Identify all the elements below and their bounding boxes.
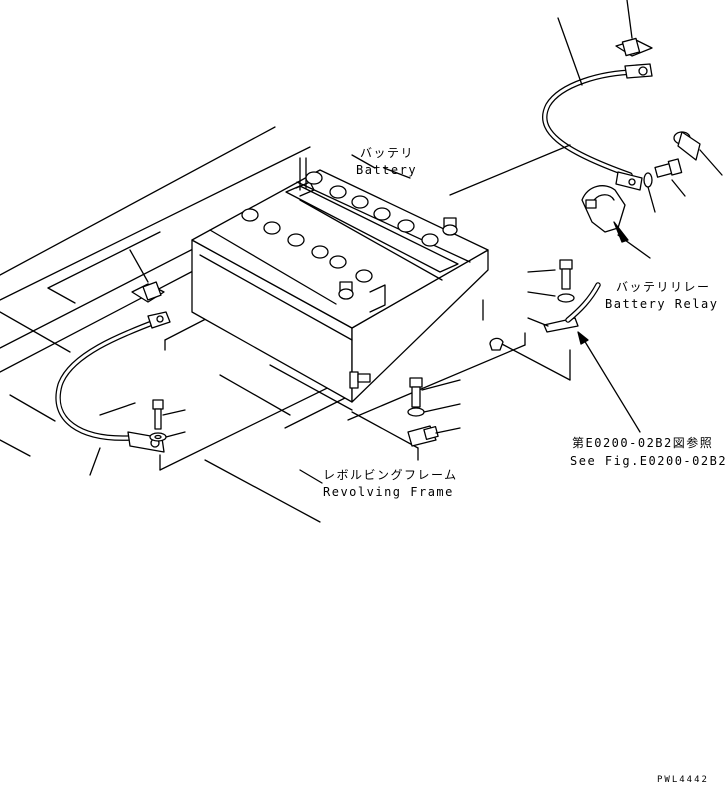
relay-washer	[643, 172, 656, 213]
clamp-right	[527, 282, 641, 433]
grommet	[489, 337, 504, 351]
battery-cell-caps	[241, 171, 439, 283]
relay-terminal-cap	[673, 131, 723, 176]
clamp-middle	[407, 425, 461, 447]
battery-relay	[581, 185, 651, 259]
leader-lines	[299, 154, 411, 484]
battery-label-ja: バッテリ	[360, 146, 415, 160]
ground-cable-left	[55, 311, 171, 476]
bolt-left	[152, 399, 186, 430]
terminal-fitting-left	[129, 249, 165, 303]
battery-label-en: Battery	[356, 163, 418, 177]
positive-cable	[449, 17, 653, 196]
battery-terminal-negative	[338, 281, 354, 300]
terminal-fitting-top	[615, 0, 653, 57]
battery-relay-label-ja: バッテリリレー	[616, 280, 711, 294]
see-figure-label-ja: 第E0200-02B2図参照	[572, 436, 714, 450]
washer-left	[149, 431, 186, 442]
drawing-number: PWL4442	[657, 775, 709, 785]
battery-terminal-positive	[442, 217, 458, 236]
revolving-frame-label-en: Revolving Frame	[323, 485, 454, 499]
washer-middle	[407, 403, 461, 417]
bolt-right	[527, 259, 573, 290]
relay-bolt	[654, 158, 686, 197]
see-figure-label-en: See Fig.E0200-02B2	[570, 454, 726, 468]
washer-right	[527, 291, 575, 303]
battery-relay-label-en: Battery Relay	[605, 297, 719, 311]
revolving-frame-label-ja: レボルビングフレーム	[323, 468, 458, 482]
battery	[191, 157, 489, 411]
bolt-middle	[409, 377, 461, 408]
